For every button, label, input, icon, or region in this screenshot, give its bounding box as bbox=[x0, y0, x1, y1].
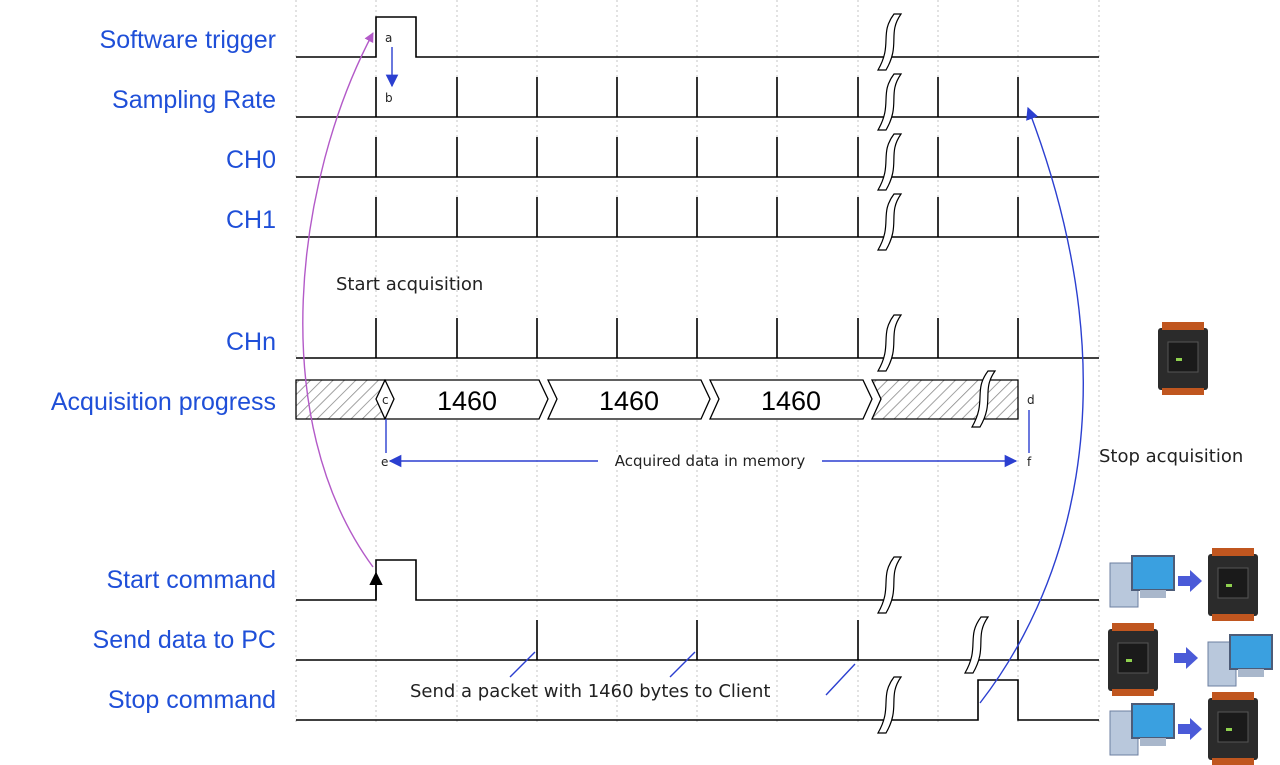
waveform-chn bbox=[296, 314, 1099, 372]
label-stop-command: Stop command bbox=[108, 686, 276, 714]
bus-segment-3 bbox=[708, 379, 873, 420]
arrow-right-icon bbox=[1174, 647, 1198, 669]
pc-icon bbox=[1109, 555, 1175, 608]
pc-icon bbox=[1109, 703, 1175, 756]
bus-segment-2 bbox=[546, 379, 711, 420]
label-software-trigger: Software trigger bbox=[100, 26, 276, 54]
label-send-data-to-pc: Send data to PC bbox=[93, 626, 276, 654]
acquisition-progress-bus: 1460 1460 1460 bbox=[295, 370, 1019, 428]
label-ch1: CH1 bbox=[226, 206, 276, 234]
stop-acquisition-label: Stop acquisition bbox=[1099, 446, 1243, 467]
stop-command-to-sampling-arc bbox=[979, 106, 1084, 704]
progress-value-2: 1460 bbox=[599, 386, 659, 416]
arrow-right-icon bbox=[1178, 718, 1202, 740]
marker-f: f bbox=[1027, 455, 1032, 469]
grid bbox=[295, 0, 1100, 725]
acquired-data-span: Acquired data in memory bbox=[385, 410, 1030, 470]
pc-icon bbox=[1207, 634, 1273, 687]
marker-e: e bbox=[381, 455, 388, 469]
controller-icon bbox=[1108, 623, 1158, 696]
flow-row-1 bbox=[1109, 548, 1258, 621]
marker-d: d bbox=[1027, 393, 1035, 407]
flow-row-2 bbox=[1108, 623, 1273, 696]
waveform-ch1 bbox=[296, 193, 1099, 251]
label-acquisition-progress: Acquisition progress bbox=[51, 388, 276, 416]
start-acquisition-label: Start acquisition bbox=[336, 274, 483, 295]
label-sampling-rate: Sampling Rate bbox=[112, 86, 276, 114]
marker-a: a bbox=[385, 31, 392, 45]
bus-segment-1 bbox=[383, 379, 549, 420]
label-ch0: CH0 bbox=[226, 146, 276, 174]
send-packet-label: Send a packet with 1460 bytes to Client bbox=[410, 681, 770, 702]
waveform-start-command bbox=[296, 556, 1099, 614]
label-chn: CHn bbox=[226, 328, 276, 356]
marker-c: c bbox=[382, 393, 389, 407]
waveform-software-trigger bbox=[296, 13, 1099, 71]
progress-value-3: 1460 bbox=[761, 386, 821, 416]
flow-row-3 bbox=[1109, 692, 1258, 765]
waveform-sampling-rate bbox=[296, 73, 1099, 131]
waveform-stop-command bbox=[296, 676, 1099, 734]
progress-value-1: 1460 bbox=[437, 386, 497, 416]
controller-icon bbox=[1208, 548, 1258, 621]
controller-icon bbox=[1208, 692, 1258, 765]
label-start-command: Start command bbox=[106, 566, 276, 594]
acquired-data-label: Acquired data in memory bbox=[615, 452, 806, 470]
waveform-ch0 bbox=[296, 133, 1099, 191]
waveform-send-data: Send a packet with 1460 bytes to Client bbox=[296, 616, 1099, 702]
arrow-right-icon bbox=[1178, 570, 1202, 592]
start-command-to-trigger-arc bbox=[302, 32, 374, 568]
marker-b: b bbox=[385, 91, 393, 105]
controller-icon bbox=[1158, 322, 1208, 395]
